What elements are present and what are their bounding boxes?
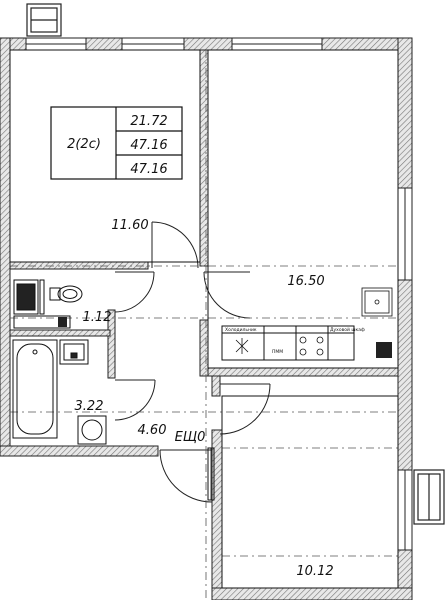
fridge-label: Холодильник — [225, 327, 257, 333]
total-area: 47.16 — [130, 138, 167, 153]
oven-label: Духовой шкаф — [330, 326, 365, 333]
bathtub-icon — [12, 339, 58, 439]
toilet-cabinet — [13, 315, 71, 329]
interior-walls — [9, 49, 399, 397]
bedroom-small-area: 10.12 — [296, 564, 333, 579]
hallway-area: 4.60 — [138, 423, 167, 438]
total-area-with-balcony: 47.16 — [130, 162, 167, 177]
washing-machine-icon — [77, 415, 107, 445]
fridge-icon — [235, 338, 249, 354]
windows-top — [25, 37, 323, 51]
sink-bath-icon — [59, 339, 89, 365]
balcony-top — [26, 3, 62, 37]
boiler-icon — [376, 342, 392, 358]
electric-panel-label: ЕЩ0 — [175, 430, 206, 445]
outer-walls — [0, 37, 413, 600]
toilet-icon — [49, 285, 83, 303]
toilet-area: 1.12 — [83, 310, 112, 325]
room-outlines — [9, 49, 399, 589]
kitchen-living-area: 16.50 — [287, 274, 324, 289]
area-table: 2(2с) 21.72 47.16 47.16 — [50, 106, 183, 180]
dashed-lines — [10, 50, 398, 600]
balcony-right — [413, 469, 445, 525]
bedroom-area: 11.60 — [111, 218, 148, 233]
dishwasher-label: ПММ — [272, 349, 283, 355]
apartment-type: 2(2с) — [67, 137, 101, 152]
doors — [114, 221, 271, 503]
bathroom-area: 3.22 — [75, 399, 104, 414]
washer-icon — [13, 279, 45, 315]
living-area: 21.72 — [130, 114, 167, 129]
kitchen-counter — [221, 325, 355, 361]
sink-icon — [361, 287, 393, 317]
stove-icon — [299, 336, 324, 356]
